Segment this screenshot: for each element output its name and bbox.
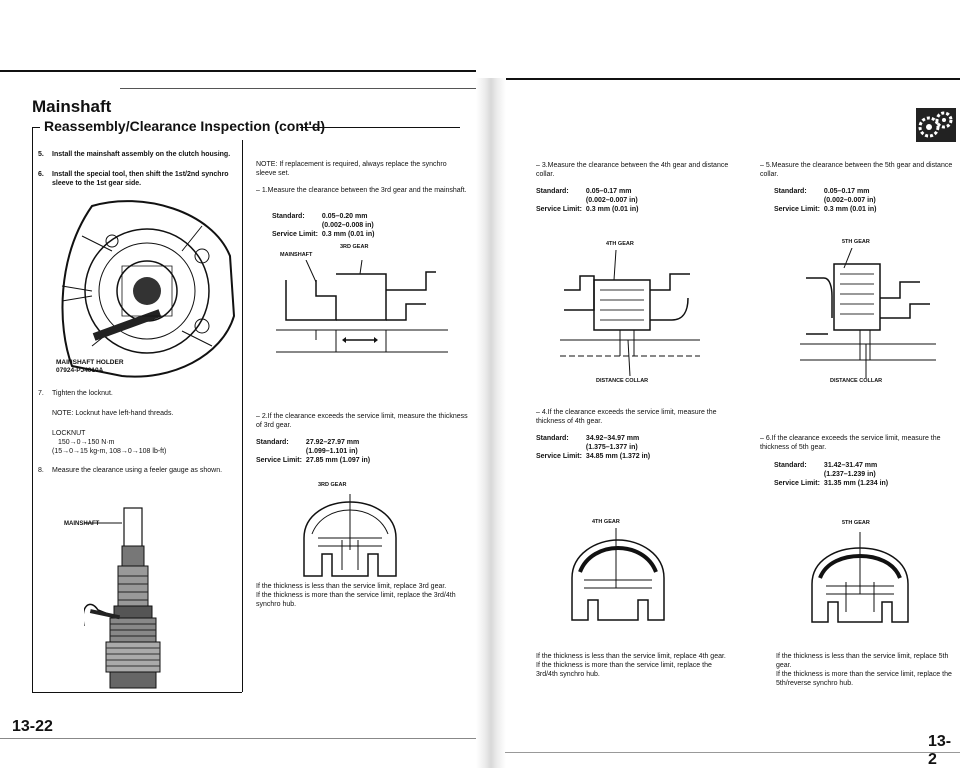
spec-standard-label: Standard: xyxy=(774,188,807,195)
spec-table-5th-thickness: Standard: 31.42–31.47 mm (1.237–1.239 in)… xyxy=(774,461,892,488)
3rd-gear-thickness-diagram xyxy=(298,494,402,580)
locknut-torque-alt: (15→0→15 kg-m, 108→0→108 lb-ft) xyxy=(52,448,167,455)
top-rule-right xyxy=(505,78,960,80)
step-2-text: – 2.If the clearance exceeds the service… xyxy=(256,413,468,429)
step-5-number: 5. xyxy=(38,151,44,158)
step-6-number: 6. xyxy=(38,171,44,178)
spec-table-3rd-thickness: Standard: 27.92–27.97 mm (1.099–1.101 in)… xyxy=(256,438,374,465)
4th-gear-replace-note: If the thickness is less than the servic… xyxy=(536,653,726,678)
spec-table-3rd-clearance: Standard: 0.05–0.20 mm (0.002–0.008 in) S… xyxy=(272,212,378,239)
4th-gear-thickness-diagram xyxy=(566,528,670,624)
spec-standard-value-in: (0.002–0.007 in) xyxy=(585,197,638,204)
5th-gear-replace-note: If the thickness is less than the servic… xyxy=(776,653,952,687)
spec-service-value: 27.85 mm (1.097 in) xyxy=(305,457,371,464)
subtitle-rule xyxy=(32,127,40,128)
spec-standard-label: Standard: xyxy=(774,462,807,469)
label-5th-gear-2: 5TH GEAR xyxy=(842,520,870,526)
spec-service-label: Service Limit: xyxy=(774,206,820,213)
subtitle-rule-right xyxy=(300,127,460,128)
spec-standard-value: 0.05–0.17 mm xyxy=(823,188,870,195)
spec-standard-label: Standard: xyxy=(536,435,569,442)
spec-service-label: Service Limit: xyxy=(256,457,302,464)
mainshaft-label: MAINSHAFT xyxy=(64,521,100,527)
label-4th-gear-2: 4TH GEAR xyxy=(592,519,620,525)
label-distance-collar: DISTANCE COLLAR xyxy=(596,378,649,384)
step-8-text: Measure the clearance using a feeler gau… xyxy=(52,467,223,474)
step-7-number: 7. xyxy=(38,390,44,397)
spec-table-4th-clearance: Standard: 0.05–0.17 mm (0.002–0.007 in) S… xyxy=(536,187,642,214)
spec-standard-value-in: (0.002–0.008 in) xyxy=(321,222,374,229)
step-3-text: – 3.Measure the clearance between the 4t… xyxy=(536,162,729,178)
spec-standard-value-in: (0.002–0.007 in) xyxy=(823,197,876,204)
spec-standard-value: 27.92–27.97 mm xyxy=(305,439,360,446)
top-rule-thin xyxy=(120,88,476,89)
spec-service-value: 34.85 mm (1.372 in) xyxy=(585,453,651,460)
3rd-gear-clearance-diagram xyxy=(276,260,448,370)
tool-label-name: MAINSHAFT HOLDER xyxy=(56,359,124,366)
spec-service-label: Service Limit: xyxy=(774,480,820,487)
page-number-left: 13-22 xyxy=(12,718,53,735)
label-4th-gear: 4TH GEAR xyxy=(606,241,634,247)
spec-standard-value-in: (1.237–1.239 in) xyxy=(823,471,876,478)
page-gutter xyxy=(476,78,506,768)
step-5-text: Install the mainshaft assembly on the cl… xyxy=(52,151,231,158)
spec-standard-label: Standard: xyxy=(536,188,569,195)
label-mainshaft-mid: MAINSHAFT xyxy=(280,252,313,258)
spec-service-value: 31.35 mm (1.234 in) xyxy=(823,480,889,487)
spec-standard-value-in: (1.099–1.101 in) xyxy=(305,448,358,455)
synchro-note: NOTE: If replacement is required, always… xyxy=(256,161,447,177)
label-distance-collar-2: DISTANCE COLLAR xyxy=(830,378,883,384)
locknut-torque-nm: 150→0→150 N·m xyxy=(58,439,115,446)
label-5th-gear: 5TH GEAR xyxy=(842,239,870,245)
step-8-number: 8. xyxy=(38,467,44,474)
label-3rd-gear: 3RD GEAR xyxy=(340,244,369,250)
gear-set-icon xyxy=(916,108,956,142)
spec-service-value: 0.3 mm (0.01 in) xyxy=(585,206,639,213)
locknut-note: NOTE: Locknut have left-hand threads. xyxy=(52,410,174,417)
spec-table-5th-clearance: Standard: 0.05–0.17 mm (0.002–0.007 in) S… xyxy=(774,187,880,214)
4th-gear-clearance-diagram xyxy=(560,250,700,376)
spec-service-value: 0.3 mm (0.01 in) xyxy=(823,206,877,213)
spec-standard-label: Standard: xyxy=(256,439,289,446)
spec-standard-label: Standard: xyxy=(272,213,305,220)
spec-service-label: Service Limit: xyxy=(272,231,318,238)
spec-standard-value: 34.92–34.97 mm xyxy=(585,435,640,442)
step-5-clearance-text: – 5.Measure the clearance between the 5t… xyxy=(760,162,953,178)
step-6-text: Install the special tool, then shift the… xyxy=(52,171,229,187)
left-column-rule xyxy=(32,127,33,693)
step-7-text: Tighten the locknut. xyxy=(52,390,113,397)
mainshaft-illustration xyxy=(84,506,204,690)
clutch-housing-illustration xyxy=(52,196,238,384)
spec-standard-value: 0.05–0.20 mm xyxy=(321,213,368,220)
mid-column-rule xyxy=(242,140,243,692)
spec-table-4th-thickness: Standard: 34.92–34.97 mm (1.375–1.377 in)… xyxy=(536,434,654,461)
spec-service-value: 0.3 mm (0.01 in) xyxy=(321,231,375,238)
bottom-rule-left xyxy=(0,738,476,739)
locknut-title: LOCKNUT xyxy=(52,430,86,437)
spec-service-label: Service Limit: xyxy=(536,206,582,213)
5th-gear-clearance-diagram xyxy=(800,248,936,378)
tool-label-number: 07924-PJ4010A xyxy=(56,367,104,374)
spec-standard-value: 0.05–0.17 mm xyxy=(585,188,632,195)
5th-gear-thickness-diagram xyxy=(806,532,914,626)
left-bottom-rule xyxy=(32,692,242,693)
step-6-thickness-text: – 6.If the clearance exceeds the service… xyxy=(760,435,941,451)
top-rule-left xyxy=(0,70,476,72)
page-title: Mainshaft xyxy=(32,97,112,116)
spec-standard-value-in: (1.375–1.377 in) xyxy=(585,444,638,451)
bottom-rule-right xyxy=(505,752,960,753)
label-3rd-gear-2: 3RD GEAR xyxy=(318,482,347,488)
step-4-text: – 4.If the clearance exceeds the service… xyxy=(536,409,717,425)
step-1-text: – 1.Measure the clearance between the 3r… xyxy=(256,187,467,194)
page-number-right: 13-2 xyxy=(928,733,952,768)
spec-service-label: Service Limit: xyxy=(536,453,582,460)
3rd-gear-replace-note: If the thickness is less than the servic… xyxy=(256,583,456,608)
spec-standard-value: 31.42–31.47 mm xyxy=(823,462,878,469)
section-subtitle: Reassembly/Clearance Inspection (cont'd) xyxy=(44,118,326,134)
